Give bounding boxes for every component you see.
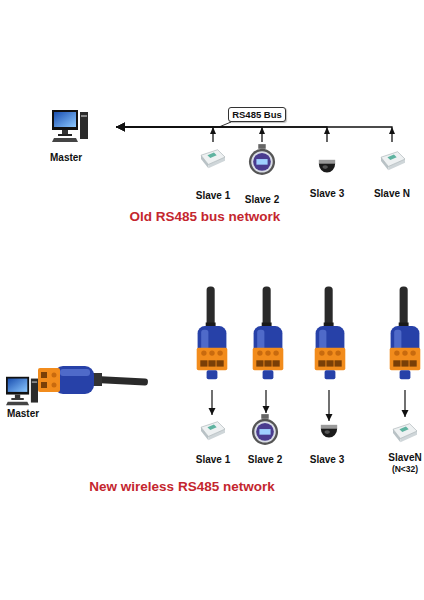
slave-device-icon [201,422,225,440]
slave-device-icon [381,152,405,170]
module-link [265,390,266,413]
node-label: Master [50,152,82,164]
callout-leader [219,122,231,127]
node-label: Slave 1 [196,190,230,202]
usb-rs485-adapter [38,366,148,394]
slave-device: Slave 1 [188,142,238,202]
bus-connector [116,127,262,142]
junction-arrow [389,127,395,134]
junction-arrow [259,127,265,134]
node-label: RS485 Bus [232,109,282,120]
wireless-module [315,287,346,380]
computer-icon [52,110,88,142]
module-link [211,390,212,415]
slave-device: Slave 2 [240,410,290,466]
bus-callout: RS485 Bus [228,107,286,122]
master-computer: Master [0,372,46,420]
module-link [404,390,405,417]
gauge-icon [249,144,275,175]
wireless-module [197,287,228,380]
slave-device-icon [393,424,417,442]
bus-connector [116,127,327,142]
wireless-module [253,287,284,380]
node-label: Slave N [374,188,410,200]
computer-icon [6,377,38,405]
slave-device: Slave 2 [237,142,287,206]
node-label: Master [7,408,39,420]
slave-device: Slave 3 [302,142,352,200]
camera-icon [319,160,335,173]
slave-device: Slave 3 [302,410,352,466]
node-note: (N<32) [392,464,418,474]
node-label: Slave 1 [196,454,230,466]
slave-device: Slave N [367,142,417,200]
bus-connector [116,127,213,142]
node-label: SlaveN [388,452,421,464]
wireless-module [390,287,421,380]
network-title: New wireless RS485 network [72,479,292,495]
slave-device-icon [201,150,225,168]
node-label: Slave 2 [245,194,279,206]
node-label: Slave 3 [310,454,344,466]
gauge-icon [252,414,278,445]
master-computer: Master [40,106,116,164]
slave-device: Slave 1 [188,410,238,466]
node-label: Slave 3 [310,188,344,200]
junction-arrow [324,127,330,134]
bus-connector [116,127,392,142]
junction-arrow [210,127,216,134]
node-label: Slave 2 [248,454,282,466]
camera-icon [321,425,337,438]
module-link [328,390,329,421]
network-title: Old RS485 bus network [105,209,305,225]
slave-device: SlaveN(N<32) [378,410,424,474]
